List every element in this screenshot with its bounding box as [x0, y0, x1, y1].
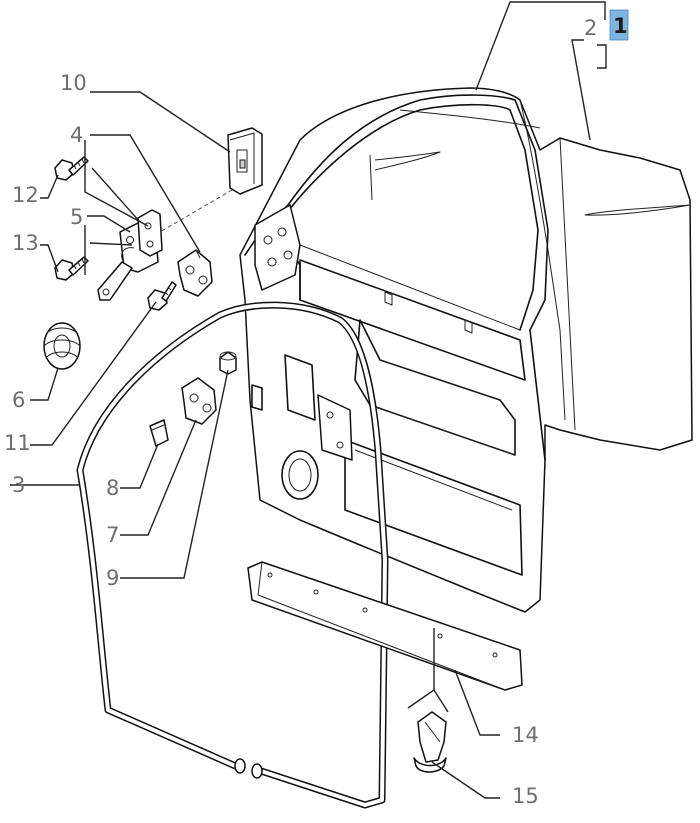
callout-9: 9 [106, 566, 119, 590]
callout-7: 7 [106, 523, 119, 547]
callout-13: 13 [12, 231, 39, 255]
callout-10: 10 [60, 71, 87, 95]
clip-part [413, 711, 447, 773]
callout-1: 1 [613, 14, 628, 38]
hinge-5 [97, 209, 163, 301]
callout-14: 14 [512, 723, 539, 747]
door-seal [76, 301, 389, 809]
part-8-clip [149, 419, 169, 447]
callout-5: 5 [70, 205, 83, 229]
part-4-bracket [177, 249, 213, 297]
callout-11: 11 [4, 431, 31, 455]
bolt-12 [54, 156, 89, 181]
bolt-11 [147, 281, 177, 311]
callout-4: 4 [70, 123, 83, 147]
callout-15: 15 [512, 784, 539, 808]
part-10-dash-line [159, 189, 233, 233]
door-outer-panel [239, 87, 693, 613]
part-7-bracket [181, 377, 217, 425]
bolt-13 [54, 256, 89, 281]
sill-moulding [247, 561, 523, 691]
callout-12: 12 [12, 183, 39, 207]
part-9-plug [219, 351, 237, 375]
callout-3: 3 [12, 473, 25, 497]
callout-8: 8 [106, 476, 119, 500]
door-inner-frame [244, 94, 549, 576]
grommet-6 [43, 322, 81, 370]
callout-2: 2 [584, 16, 597, 40]
callout-6: 6 [12, 388, 25, 412]
callout-1-highlight-box [609, 9, 629, 41]
part-10-bracket [227, 127, 263, 195]
leader-lines [10, 1, 607, 799]
